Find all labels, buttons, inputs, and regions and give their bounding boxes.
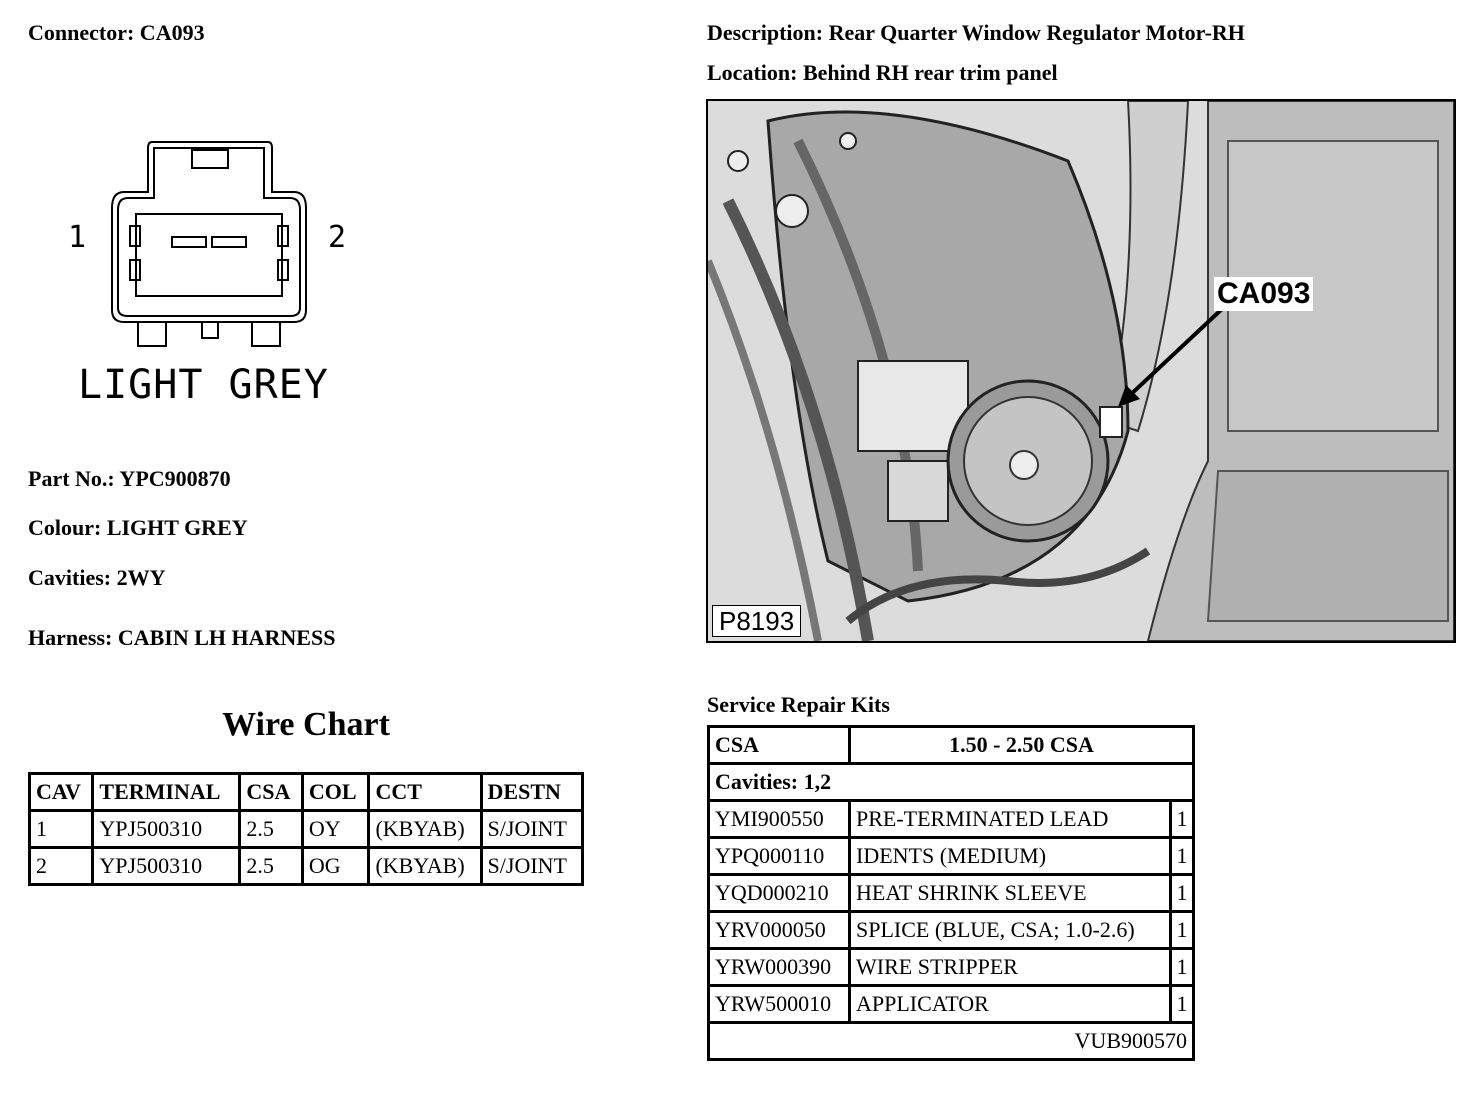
kit-item-code: YRW500010	[707, 984, 851, 1024]
location-photo: CA093 P8193	[706, 99, 1456, 643]
col-header-csa: CSA	[238, 772, 304, 812]
description-label: Description: Rear Quarter Window Regulat…	[707, 20, 1245, 45]
kit-item-qty: 1	[1169, 947, 1195, 987]
part-number: Part No.: YPC900870	[28, 466, 231, 491]
pin-1-label: 1	[68, 220, 87, 255]
kit-item-desc: SPLICE (BLUE, CSA; 1.0-2.6)	[848, 910, 1172, 950]
photo-callout-ca093: CA093	[1214, 277, 1314, 311]
cell-cct: (KBYAB)	[367, 809, 483, 849]
kit-item-code: YRW000390	[707, 947, 851, 987]
cell-csa: 2.5	[238, 809, 304, 849]
cell-csa: 2.5	[238, 846, 304, 886]
kit-item-desc: WIRE STRIPPER	[848, 947, 1172, 987]
kit-item-code: YRV000050	[707, 910, 851, 950]
kit-item-desc: APPLICATOR	[848, 984, 1172, 1024]
kits-cavities: Cavities: 1,2	[707, 762, 1195, 802]
table-row: YMI900550 PRE-TERMINATED LEAD 1	[707, 799, 1195, 839]
kits-cavities-row: Cavities: 1,2	[707, 762, 1195, 802]
table-row: YQD000210 HEAT SHRINK SLEEVE 1	[707, 873, 1195, 913]
kit-item-code: YQD000210	[707, 873, 851, 913]
col-header-terminal: TERMINAL	[91, 772, 242, 812]
kit-item-qty: 1	[1169, 984, 1195, 1024]
kits-code-row: VUB900570	[707, 1021, 1195, 1061]
col-header-col: COL	[300, 772, 371, 812]
table-row: YRW500010 APPLICATOR 1	[707, 984, 1195, 1024]
connector-label: Connector: CA093	[28, 20, 205, 45]
cell-cav: 1	[27, 809, 95, 849]
table-row: 2 YPJ500310 2.5 OG (KBYAB) S/JOINT	[27, 846, 585, 886]
table-row: YRW000390 WIRE STRIPPER 1	[707, 947, 1195, 987]
connector-colour-caption: LIGHT GREY	[78, 362, 329, 408]
kit-item-desc: HEAT SHRINK SLEEVE	[848, 873, 1172, 913]
kits-csa-row: CSA 1.50 - 2.50 CSA	[707, 725, 1195, 765]
col-header-cav: CAV	[27, 772, 95, 812]
wire-chart-title: Wire Chart	[222, 706, 390, 743]
service-kits-table: CSA 1.50 - 2.50 CSA Cavities: 1,2 YMI900…	[707, 725, 1195, 1061]
kit-item-qty: 1	[1169, 910, 1195, 950]
kits-csa-label: CSA	[707, 725, 851, 765]
kit-item-qty: 1	[1169, 873, 1195, 913]
col-header-cct: CCT	[367, 772, 483, 812]
pin-2-label: 2	[328, 220, 347, 255]
cell-col: OG	[300, 846, 371, 886]
kit-item-desc: PRE-TERMINATED LEAD	[848, 799, 1172, 839]
colour-label: Colour: LIGHT GREY	[28, 515, 248, 540]
wire-chart-header-row: CAV TERMINAL CSA COL CCT DESTN	[27, 772, 585, 812]
vehicle-interior-illustration	[708, 101, 1454, 641]
col-header-destn: DESTN	[479, 772, 585, 812]
wire-chart-table: CAV TERMINAL CSA COL CCT DESTN 1 YPJ5003…	[27, 772, 585, 886]
service-kits-title: Service Repair Kits	[707, 692, 890, 717]
kit-item-code: YMI900550	[707, 799, 851, 839]
kit-item-qty: 1	[1169, 799, 1195, 839]
connector-face-drawing	[111, 141, 307, 347]
location-label: Location: Behind RH rear trim panel	[707, 60, 1058, 85]
kit-item-desc: IDENTS (MEDIUM)	[848, 836, 1172, 876]
harness-label: Harness: CABIN LH HARNESS	[28, 625, 336, 650]
cell-terminal: YPJ500310	[91, 846, 242, 886]
cell-destn: S/JOINT	[479, 846, 585, 886]
kits-csa-value: 1.50 - 2.50 CSA	[848, 725, 1195, 765]
cell-cct: (KBYAB)	[367, 846, 483, 886]
table-row: YPQ000110 IDENTS (MEDIUM) 1	[707, 836, 1195, 876]
table-row: YRV000050 SPLICE (BLUE, CSA; 1.0-2.6) 1	[707, 910, 1195, 950]
connector-pinout-diagram: 1 2 LIGHT GREY	[60, 130, 380, 430]
cell-destn: S/JOINT	[479, 809, 585, 849]
cell-col: OY	[300, 809, 371, 849]
cavities-label: Cavities: 2WY	[28, 565, 166, 590]
cell-terminal: YPJ500310	[91, 809, 242, 849]
kit-item-code: YPQ000110	[707, 836, 851, 876]
cell-cav: 2	[27, 846, 95, 886]
kit-item-qty: 1	[1169, 836, 1195, 876]
table-row: 1 YPJ500310 2.5 OY (KBYAB) S/JOINT	[27, 809, 585, 849]
photo-reference: P8193	[712, 605, 802, 637]
kit-code: VUB900570	[707, 1021, 1195, 1061]
